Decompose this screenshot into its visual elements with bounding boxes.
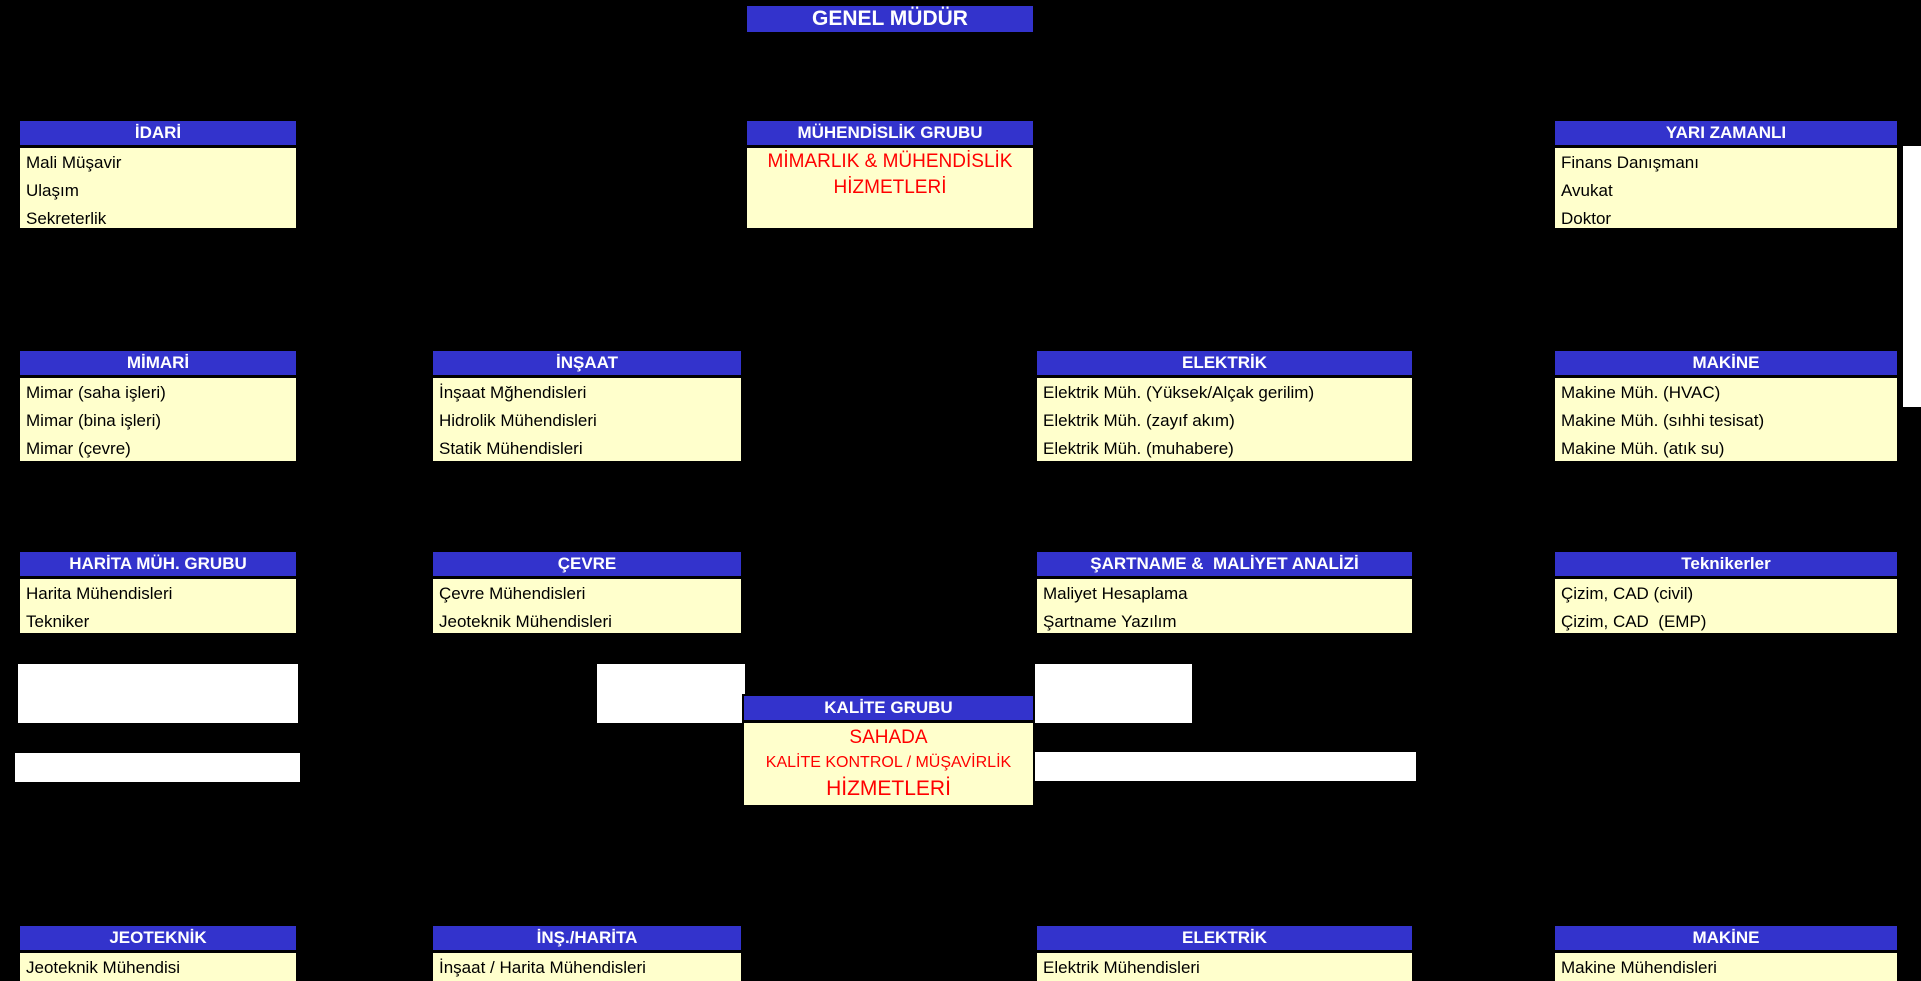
staff-item: Makine Müh. (HVAC): [1561, 383, 1721, 402]
staff-item: Sekreterlik: [26, 209, 107, 228]
box-title: ÇEVRE: [433, 552, 741, 579]
staff-item: Jeoteknik Mühendisi: [26, 958, 181, 977]
box-body: Çizim, CAD (civil) Çizim, CAD (EMP): [1555, 579, 1897, 636]
staff-item: Çizim, CAD (civil): [1561, 584, 1694, 603]
box-title: İNŞ./HARİTA: [433, 926, 741, 953]
empty-strip: [1903, 146, 1921, 407]
org-box-elektrik: ELEKTRİK Elektrik Müh. (Yüksek/Alçak ger…: [1035, 349, 1414, 463]
box-title: MÜHENDİSLİK GRUBU: [747, 121, 1033, 148]
org-box-ins-harita: İNŞ./HARİTA İnşaat / Harita Mühendisleri: [431, 924, 743, 981]
org-box-elektrik-saha: ELEKTRİK Elektrik Mühendisleri: [1035, 924, 1414, 981]
box-title: Teknikerler: [1555, 552, 1897, 579]
staff-item: Finans Danışmanı: [1561, 153, 1699, 172]
org-box-harita-muh-grubu: HARİTA MÜH. GRUBU Harita Mühendisleri Te…: [18, 550, 298, 635]
org-box-jeoteknik: JEOTEKNİK Jeoteknik Mühendisi: [18, 924, 298, 981]
box-title: MAKİNE: [1555, 926, 1897, 953]
org-box-cevre: ÇEVRE Çevre Mühendisleri Jeoteknik Mühen…: [431, 550, 743, 635]
empty-box: [18, 664, 298, 723]
highlight-line: HİZMETLERİ: [826, 777, 951, 800]
staff-item: Hidrolik Mühendisleri: [439, 411, 597, 430]
staff-item: Avukat: [1561, 181, 1613, 200]
staff-item: Çizim, CAD (EMP): [1561, 612, 1707, 631]
staff-item: Mali Müşavir: [26, 153, 122, 172]
org-box-sartname-maliyet: ŞARTNAME & MALİYET ANALİZİ Maliyet Hesap…: [1035, 550, 1414, 635]
box-title: KALİTE GRUBU: [744, 696, 1033, 723]
box-title: ELEKTRİK: [1037, 351, 1412, 378]
box-body: Makine Mühendisleri: [1555, 953, 1897, 981]
org-box-makine: MAKİNE Makine Müh. (HVAC) Makine Müh. (s…: [1553, 349, 1899, 463]
staff-item: Çevre Mühendisleri: [439, 584, 586, 603]
staff-item: Makine Müh. (atık su): [1561, 439, 1725, 458]
box-title: ELEKTRİK: [1037, 926, 1412, 953]
empty-box: [597, 664, 745, 723]
staff-item: Mimar (bina işleri): [26, 411, 162, 430]
box-body: Jeoteknik Mühendisi: [20, 953, 296, 981]
staff-item: Mimar (saha işleri): [26, 383, 166, 402]
box-title: İNŞAAT: [433, 351, 741, 378]
box-body: Mali Müşavir Ulaşım Sekreterlik: [20, 148, 296, 233]
empty-box: [1035, 752, 1416, 781]
staff-item: Makine Müh. (sıhhi tesisat): [1561, 411, 1765, 430]
highlight-line: SAHADA: [849, 727, 928, 748]
box-title: JEOTEKNİK: [20, 926, 296, 953]
box-title: YARI ZAMANLI: [1555, 121, 1897, 148]
box-body: Makine Müh. (HVAC) Makine Müh. (sıhhi te…: [1555, 378, 1897, 463]
staff-item: Statik Mühendisleri: [439, 439, 583, 458]
box-title: HARİTA MÜH. GRUBU: [20, 552, 296, 579]
org-box-genel-mudur: GENEL MÜDÜR: [745, 4, 1035, 34]
staff-item: Elektrik Mühendisleri: [1043, 958, 1200, 977]
box-body: Harita Mühendisleri Tekniker: [20, 579, 296, 636]
empty-box: [15, 753, 300, 782]
staff-item: Elektrik Müh. (zayıf akım): [1043, 411, 1235, 430]
staff-item: Şartname Yazılım: [1043, 612, 1177, 631]
box-body: İnşaat Mğhendisleri Hidrolik Mühendisler…: [433, 378, 741, 463]
org-box-insaat: İNŞAAT İnşaat Mğhendisleri Hidrolik Mühe…: [431, 349, 743, 463]
box-body: Çevre Mühendisleri Jeoteknik Mühendisler…: [433, 579, 741, 636]
staff-item: Elektrik Müh. (muhabere): [1043, 439, 1234, 458]
highlight-line: MİMARLIK & MÜHENDİSLİK: [767, 151, 1013, 172]
staff-item: Tekniker: [26, 612, 90, 631]
box-title: MAKİNE: [1555, 351, 1897, 378]
box-title: GENEL MÜDÜR: [812, 7, 968, 30]
org-box-yari-zamanli: YARI ZAMANLI Finans Danışmanı Avukat Dok…: [1553, 119, 1899, 230]
box-body: Elektrik Müh. (Yüksek/Alçak gerilim) Ele…: [1037, 378, 1412, 463]
staff-item: İnşaat Mğhendisleri: [439, 383, 587, 402]
org-box-teknikerler: Teknikerler Çizim, CAD (civil) Çizim, CA…: [1553, 550, 1899, 635]
staff-item: Jeoteknik Mühendisleri: [439, 612, 612, 631]
org-box-muhendislik-grubu: MÜHENDİSLİK GRUBU MİMARLIK & MÜHENDİSLİK…: [745, 119, 1035, 230]
highlight-line: KALİTE KONTROL / MÜŞAVİRLİK: [765, 754, 1012, 771]
box-body: SAHADA KALİTE KONTROL / MÜŞAVİRLİK HİZME…: [744, 723, 1033, 803]
staff-item: Doktor: [1561, 209, 1612, 228]
empty-box: [1035, 664, 1192, 723]
staff-item: Makine Mühendisleri: [1561, 958, 1717, 977]
staff-item: Elektrik Müh. (Yüksek/Alçak gerilim): [1043, 383, 1315, 402]
staff-item: Maliyet Hesaplama: [1043, 584, 1188, 603]
staff-item: Mimar (çevre): [26, 439, 131, 458]
staff-item: Harita Mühendisleri: [26, 584, 173, 603]
box-body: Mimar (saha işleri) Mimar (bina işleri) …: [20, 378, 296, 463]
box-body: Maliyet Hesaplama Şartname Yazılım: [1037, 579, 1412, 636]
org-box-idari: İDARİ Mali Müşavir Ulaşım Sekreterlik: [18, 119, 298, 230]
box-body: MİMARLIK & MÜHENDİSLİK HİZMETLERİ: [747, 148, 1033, 201]
highlight-line: HİZMETLERİ: [833, 177, 947, 198]
org-box-kalite-grubu: KALİTE GRUBU SAHADA KALİTE KONTROL / MÜŞ…: [742, 694, 1035, 807]
box-title: İDARİ: [20, 121, 296, 148]
org-box-makine-saha: MAKİNE Makine Mühendisleri: [1553, 924, 1899, 981]
box-body: Elektrik Mühendisleri: [1037, 953, 1412, 981]
staff-item: Ulaşım: [26, 181, 79, 200]
box-body: Finans Danışmanı Avukat Doktor: [1555, 148, 1897, 233]
box-title: MİMARİ: [20, 351, 296, 378]
box-body: İnşaat / Harita Mühendisleri: [433, 953, 741, 981]
staff-item: İnşaat / Harita Mühendisleri: [439, 958, 646, 977]
org-box-mimari: MİMARİ Mimar (saha işleri) Mimar (bina i…: [18, 349, 298, 463]
box-title: ŞARTNAME & MALİYET ANALİZİ: [1037, 552, 1412, 579]
